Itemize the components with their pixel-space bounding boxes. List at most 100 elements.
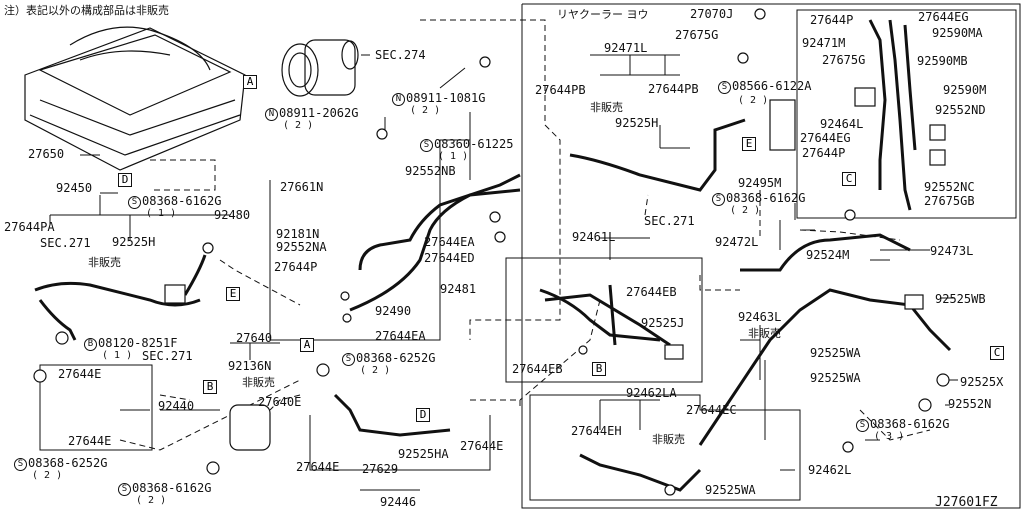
qty-label: ( 2 ) — [360, 365, 391, 376]
qty-label: ( 1 ) — [102, 350, 133, 361]
part-label-92552nd: 92552ND — [935, 103, 986, 117]
part-label-27661n: 27661N — [280, 180, 324, 194]
ref-box-d: D — [118, 173, 132, 187]
ref-box-c: C — [842, 172, 856, 186]
qty-label: ( 2 ) — [32, 470, 63, 481]
part-label-27644ea: 27644EA — [424, 235, 475, 249]
part-label-92552na: 92552NA — [276, 240, 327, 254]
part-label-27644pa: 27644PA — [4, 220, 55, 234]
ref-box-a: A — [243, 75, 257, 89]
part-label-92525wa: 92525WA — [810, 346, 861, 360]
part-label-92524m: 92524M — [806, 248, 850, 262]
qty-label: ( 2 ) — [136, 495, 167, 506]
part-label-sec274: SEC.274 — [375, 48, 426, 62]
part-label-92525x: 92525X — [960, 375, 1004, 389]
part-label-27644e: 27644E — [296, 460, 340, 474]
part-label-92463l: 92463L — [738, 310, 782, 324]
part-label-27675g: 27675G — [675, 28, 719, 42]
part-label-92525wa: 92525WA — [705, 483, 756, 497]
part-label-27640e: 27640E — [258, 395, 302, 409]
part-label-92525h: 92525H — [112, 235, 156, 249]
s-circle-icon: S — [712, 193, 725, 206]
qty-label: ( 1 ) — [438, 151, 469, 162]
part-label-92590mb: 92590MB — [917, 54, 968, 68]
qty-label: ( 3 ) — [874, 431, 905, 442]
diagram-code: J27601FZ — [935, 495, 998, 510]
non-sale-label: 非販売 — [590, 101, 623, 114]
part-label-92136n: 92136N — [228, 359, 272, 373]
s-circle-icon: S — [118, 483, 131, 496]
ref-box-b: B — [592, 362, 606, 376]
part-label-27644eb: 27644EB — [512, 362, 563, 376]
part-label-27644eg: 27644EG — [800, 131, 851, 145]
s-circle-icon: S — [342, 353, 355, 366]
ref-box-b: B — [203, 380, 217, 394]
qty-label: ( 2 ) — [730, 205, 761, 216]
part-label-27644ed: 27644ED — [424, 251, 475, 265]
part-label-92525wb: 92525WB — [935, 292, 986, 306]
part-label-92481: 92481 — [440, 282, 477, 296]
part-label-92480: 92480 — [214, 208, 251, 222]
rear-cooler-title: リヤクーラー ヨウ — [557, 8, 649, 21]
part-label-92446: 92446 — [380, 495, 417, 509]
s-circle-icon: S — [420, 139, 433, 152]
part-label-27644ec: 27644EC — [686, 403, 737, 417]
part-label-92525wa: 92525WA — [810, 371, 861, 385]
non-sale-label: 非販売 — [652, 433, 685, 446]
part-label-sec271: SEC.271 — [40, 236, 91, 250]
part-label-27644p: 27644P — [802, 146, 846, 160]
ref-box-e: E — [742, 137, 756, 151]
part-label-27675gb: 27675GB — [924, 194, 975, 208]
part-label-27675g: 27675G — [822, 53, 866, 67]
non-sale-label: 非販売 — [88, 256, 121, 269]
header-note: 注）表記以外の構成部品は非販売 — [4, 4, 169, 17]
part-label-27644p: 27644P — [810, 13, 854, 27]
n-circle-icon: N — [265, 108, 278, 121]
part-label-27640: 27640 — [236, 331, 273, 345]
s-circle-icon: S — [856, 419, 869, 432]
part-label-92450: 92450 — [56, 181, 93, 195]
non-sale-label: 非販売 — [242, 376, 275, 389]
part-label-92462l: 92462L — [808, 463, 852, 477]
part-label-27644eg: 27644EG — [918, 10, 969, 24]
part-label-27644eh: 27644EH — [571, 424, 622, 438]
part-label-92464l: 92464L — [820, 117, 864, 131]
part-label-27629: 27629 — [362, 462, 399, 476]
b-circle-icon: B — [84, 338, 97, 351]
part-label-92525j: 92525J — [641, 316, 685, 330]
part-label-92462la: 92462LA — [626, 386, 677, 400]
part-label-27650: 27650 — [28, 147, 65, 161]
part-label-27644pb: 27644PB — [535, 83, 586, 97]
part-label-27644p: 27644P — [274, 260, 318, 274]
qty-label: ( 1 ) — [146, 208, 177, 219]
non-sale-label: 非販売 — [748, 327, 781, 340]
qty-label: ( 2 ) — [738, 95, 769, 106]
part-label-92495m: 92495M — [738, 176, 782, 190]
part-label-92471l: 92471L — [604, 41, 648, 55]
part-label-92525ha: 92525HA — [398, 447, 449, 461]
part-label-sec271: SEC.271 — [644, 214, 695, 228]
part-label-92590ma: 92590MA — [932, 26, 983, 40]
part-label-92440: 92440 — [158, 399, 195, 413]
ref-box-a: A — [300, 338, 314, 352]
part-label-92552nb: 92552NB — [405, 164, 456, 178]
part-label-92461l: 92461L — [572, 230, 616, 244]
part-label-92552n: 92552N — [948, 397, 992, 411]
part-label-27644ea: 27644EA — [375, 329, 426, 343]
part-label-92473l: 92473L — [930, 244, 974, 258]
part-label-92590m: 92590M — [943, 83, 987, 97]
part-label-92472l: 92472L — [715, 235, 759, 249]
part-label-27644e: 27644E — [460, 439, 504, 453]
part-label-27644e: 27644E — [68, 434, 112, 448]
part-label-27644pb: 27644PB — [648, 82, 699, 96]
